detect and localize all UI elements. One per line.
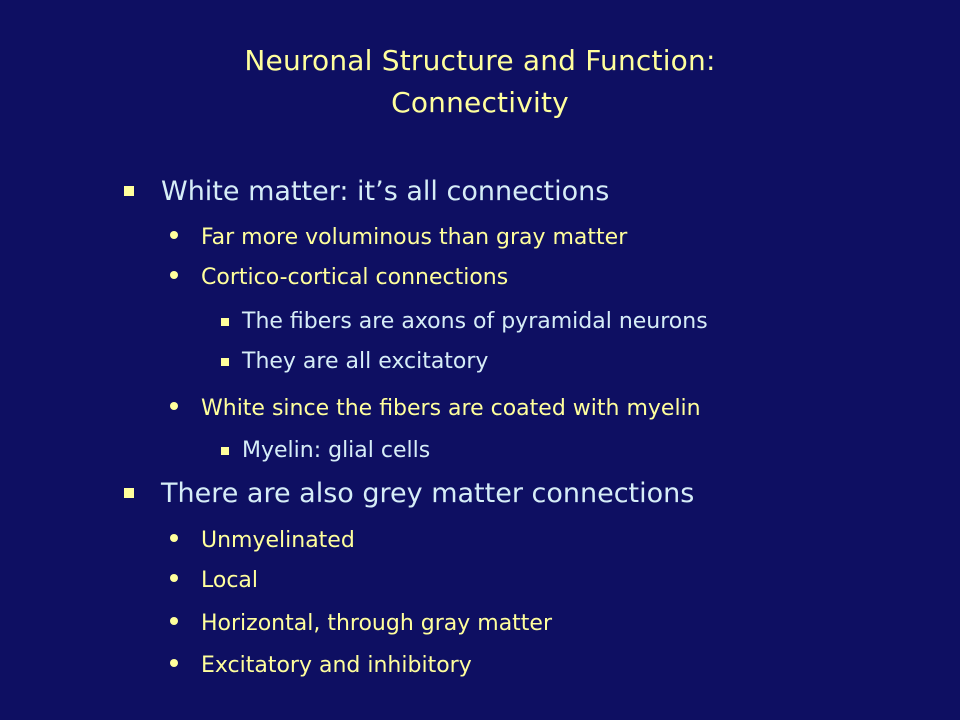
bullet-text: Cortico-cortical connections	[201, 265, 509, 290]
square-bullet-icon	[124, 186, 134, 196]
bullet-text: Excitatory and inhibitory	[201, 653, 472, 678]
round-bullet-icon	[170, 402, 178, 410]
bullet-text: White since the fibers are coated with m…	[201, 396, 701, 421]
round-bullet-icon	[170, 574, 178, 582]
round-bullet-icon	[170, 231, 178, 239]
round-bullet-icon	[170, 659, 178, 667]
bullet-text: Local	[201, 568, 259, 593]
round-bullet-icon	[170, 271, 178, 279]
bullet-text: There are also grey matter connections	[161, 478, 695, 509]
square-bullet-icon	[221, 358, 229, 366]
slide-title: Neuronal Structure and Function: Connect…	[0, 40, 960, 124]
square-bullet-icon	[124, 488, 134, 498]
round-bullet-icon	[170, 534, 178, 542]
bullet-text: They are all excitatory	[242, 349, 489, 374]
square-bullet-icon	[221, 318, 229, 326]
bullet-text: White matter: it’s all connections	[161, 176, 610, 207]
bullet-text: Horizontal, through gray matter	[201, 611, 553, 636]
bullet-text: The fibers are axons of pyramidal neuron…	[242, 309, 708, 334]
title-line-1: Neuronal Structure and Function:	[244, 44, 716, 77]
title-line-2: Connectivity	[391, 86, 569, 119]
bullet-text: Far more voluminous than gray matter	[201, 225, 628, 250]
bullet-text: Unmyelinated	[201, 528, 355, 553]
bullet-text: Myelin: glial cells	[242, 438, 431, 463]
round-bullet-icon	[170, 617, 178, 625]
square-bullet-icon	[221, 447, 229, 455]
